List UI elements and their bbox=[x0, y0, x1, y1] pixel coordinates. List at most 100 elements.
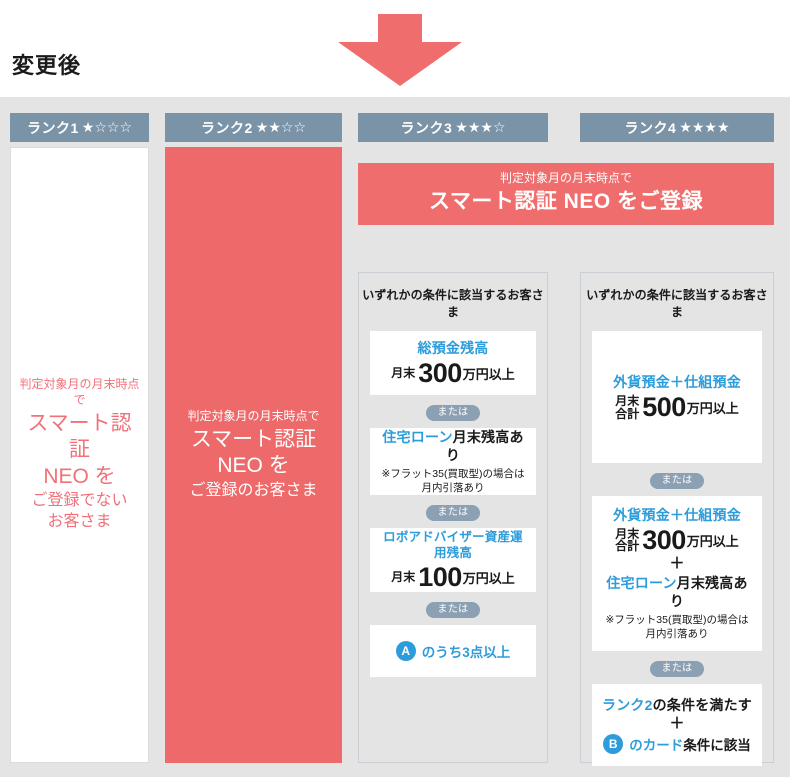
rank4-condition-3-badge-black: 条件に該当 bbox=[683, 738, 751, 754]
rank4-condition-2-number: 300 bbox=[642, 524, 686, 555]
rank4-condition-2-loan-title: 住宅ローン月末残高あり bbox=[600, 574, 754, 610]
rank4-condition-1-prefix: 月末 合計 bbox=[615, 395, 639, 420]
rank3-or-divider-3: または bbox=[370, 592, 536, 625]
rank-header-4: ランク4 ★★★★ bbox=[580, 113, 774, 142]
or-chip: または bbox=[425, 602, 481, 618]
rank-header-1-stars: ★☆☆☆ bbox=[81, 119, 132, 135]
rank4-condition-3-rank-blue: ランク2 bbox=[602, 696, 653, 713]
rank4-condition-2-loan-black: 月末残高あり bbox=[669, 574, 748, 610]
rank4-condition-1-number: 500 bbox=[642, 392, 686, 423]
rank3-conditions-panel: いずれかの条件に該当するお客さま 総預金残高 月末 300 万円以上 または 住… bbox=[358, 272, 548, 763]
rank1-line-mid2: お客さま bbox=[47, 513, 112, 531]
rank4-condition-3-plus: ＋ bbox=[669, 715, 685, 733]
or-chip: または bbox=[649, 473, 705, 489]
rank3-or-divider-2: または bbox=[370, 495, 536, 528]
rank4-condition-2-plus: ＋ bbox=[669, 554, 685, 572]
rank2-line-big1: スマート認証 bbox=[190, 427, 317, 451]
or-chip: または bbox=[425, 405, 481, 421]
neo-banner-subtitle: 判定対象月の月末時点で bbox=[499, 171, 632, 185]
rank4-condition-2: 外貨預金＋仕組預金 月末 合計 300 万円以上 ＋ 住宅ローン月末残高あり ※… bbox=[592, 496, 762, 651]
rank2-line-big2: NEO を bbox=[217, 454, 290, 478]
rank1-line-big2: NEO を bbox=[43, 464, 116, 488]
badge-a-icon: A bbox=[395, 641, 416, 661]
rank4-condition-2-note-line2: 月内引落あり bbox=[645, 628, 709, 641]
rank1-column-body: 判定対象月の月末時点で スマート認証 NEO を ご登録でない お客さま bbox=[10, 147, 149, 763]
rank-header-2-label: ランク2 bbox=[201, 119, 253, 136]
rank3-condition-2-note-line2: 月内引落あり bbox=[421, 482, 485, 495]
rank3-condition-1-number: 300 bbox=[418, 358, 462, 389]
rank3-conditions-list: 総預金残高 月末 300 万円以上 または 住宅ローン月末残高あり ※フラット3… bbox=[359, 331, 547, 689]
rank4-or-divider-1: または bbox=[592, 463, 762, 496]
rank3-condition-3-amount: 月末 100 万円以上 bbox=[391, 564, 515, 591]
smart-auth-neo-banner: 判定対象月の月末時点で スマート認証 NEO をご登録 bbox=[358, 163, 774, 225]
rank2-line-mid1: ご登録のお客さま bbox=[189, 481, 318, 499]
down-arrow-icon bbox=[338, 14, 462, 86]
badge-b-icon: B bbox=[603, 734, 624, 755]
rank3-condition-3-title: ロボアドバイザー資産運用残高 bbox=[383, 529, 523, 560]
top-area: 変更後 bbox=[0, 0, 790, 97]
rank4-conditions-panel: いずれかの条件に該当するお客さま 外貨預金＋仕組預金 月末 合計 500 万円以… bbox=[580, 272, 774, 766]
rank2-description: 判定対象月の月末時点で スマート認証 NEO を ご登録のお客さま bbox=[165, 409, 342, 501]
rank3-condition-2-title-blue: 住宅ローン bbox=[382, 428, 453, 445]
rank4-conditions-heading: いずれかの条件に該当するお客さま bbox=[586, 288, 768, 319]
rank-header-3-label: ランク3 bbox=[400, 119, 453, 136]
rank4-condition-3-badge-blue: のカード bbox=[629, 738, 684, 754]
rank3-or-divider-1: または bbox=[370, 395, 536, 428]
rank3-conditions-heading: いずれかの条件に該当するお客さま bbox=[362, 288, 544, 319]
rank3-condition-4: A のうち3点以上 bbox=[370, 625, 536, 677]
rank3-condition-2-note-line1: ※フラット35(買取型)の場合は bbox=[381, 468, 525, 481]
rank4-condition-3-rank-line: ランク2の条件を満たす bbox=[602, 696, 752, 714]
rank1-line-big1: スマート認証 bbox=[27, 411, 132, 462]
rank3-condition-3-suffix: 万円以上 bbox=[462, 571, 515, 587]
rank3-condition-3: ロボアドバイザー資産運用残高 月末 100 万円以上 bbox=[370, 528, 536, 592]
rank4-condition-2-loan-blue: 住宅ローン bbox=[606, 574, 677, 591]
rank4-condition-3: ランク2の条件を満たす ＋ B のカード条件に該当 bbox=[592, 684, 762, 766]
rank3-condition-4-badge-row: A のうち3点以上 bbox=[395, 641, 511, 661]
rank4-condition-1-prefix-line1: 月末 bbox=[615, 394, 640, 408]
rank4-condition-2-prefix: 月末 合計 bbox=[615, 528, 639, 553]
rank4-condition-2-title: 外貨預金＋仕組預金 bbox=[613, 506, 741, 523]
or-chip: または bbox=[649, 661, 705, 677]
rank3-condition-1-amount: 月末 300 万円以上 bbox=[391, 360, 515, 387]
rank3-condition-3-prefix: 月末 bbox=[391, 570, 416, 585]
rank3-condition-3-number: 100 bbox=[418, 562, 462, 593]
rank4-conditions-list: 外貨預金＋仕組預金 月末 合計 500 万円以上 または 外貨預金＋仕組預金 bbox=[581, 331, 773, 778]
rank3-condition-1-suffix: 万円以上 bbox=[462, 367, 515, 383]
rank4-condition-1: 外貨預金＋仕組預金 月末 合計 500 万円以上 bbox=[592, 331, 762, 463]
rank-header-2: ランク2 ★★☆☆ bbox=[165, 113, 342, 142]
rank-header-1-label: ランク1 bbox=[27, 119, 79, 136]
rank3-condition-2: 住宅ローン月末残高あり ※フラット35(買取型)の場合は 月内引落あり bbox=[370, 428, 536, 495]
rank4-condition-1-title: 外貨預金＋仕組預金 bbox=[613, 373, 741, 390]
rank-header-2-stars: ★★☆☆ bbox=[255, 119, 306, 135]
rank-header-3: ランク3 ★★★☆ bbox=[358, 113, 548, 142]
rank2-line-small: 判定対象月の月末時点で bbox=[187, 408, 320, 423]
rank3-condition-1-title: 総預金残高 bbox=[417, 339, 489, 356]
rank4-condition-3-rank-black: の条件を満たす bbox=[652, 696, 752, 713]
rank3-condition-2-title: 住宅ローン月末残高あり bbox=[378, 428, 528, 464]
rank-comparison-board: ランク1 ★☆☆☆ ランク2 ★★☆☆ ランク3 ★★★☆ ランク4 ★★★★ … bbox=[0, 97, 790, 777]
rank2-column-body: 判定対象月の月末時点で スマート認証 NEO を ご登録のお客さま bbox=[165, 147, 342, 763]
rank-header-4-label: ランク4 bbox=[624, 119, 677, 136]
rank1-description: 判定対象月の月末時点で スマート認証 NEO を ご登録でない お客さま bbox=[11, 377, 148, 533]
rank3-condition-4-text: のうち3点以上 bbox=[421, 645, 511, 660]
rank-header-3-stars: ★★★☆ bbox=[455, 119, 506, 135]
rank4-condition-2-amount: 月末 合計 300 万円以上 bbox=[615, 524, 739, 555]
rank4-condition-1-suffix: 万円以上 bbox=[686, 401, 739, 417]
rank1-line-small: 判定対象月の月末時点で bbox=[19, 377, 140, 407]
rank4-condition-2-note-line1: ※フラット35(買取型)の場合は bbox=[605, 614, 749, 627]
rank3-condition-1: 総預金残高 月末 300 万円以上 bbox=[370, 331, 536, 395]
rank3-condition-2-title-black: 月末残高あり bbox=[445, 428, 524, 463]
page-title: 変更後 bbox=[12, 53, 82, 78]
neo-banner-title: スマート認証 NEO をご登録 bbox=[428, 190, 704, 214]
rank4-condition-2-prefix-line1: 月末 bbox=[615, 526, 640, 541]
rank4-condition-3-badge-text: のカード条件に該当 bbox=[629, 734, 751, 754]
rank4-condition-2-prefix-line2: 合計 bbox=[615, 539, 640, 554]
rank4-condition-2-suffix: 万円以上 bbox=[686, 533, 739, 549]
rank4-condition-3-badge-row: B のカード条件に該当 bbox=[603, 734, 751, 755]
rank4-or-divider-2: または bbox=[592, 651, 762, 684]
rank1-line-mid1: ご登録でない bbox=[31, 492, 128, 510]
or-chip: または bbox=[425, 505, 481, 521]
rank4-condition-1-prefix-line2: 合計 bbox=[615, 406, 640, 421]
rank-header-4-stars: ★★★★ bbox=[679, 119, 730, 135]
rank-header-row: ランク1 ★☆☆☆ ランク2 ★★☆☆ ランク3 ★★★☆ ランク4 ★★★★ bbox=[0, 97, 790, 147]
